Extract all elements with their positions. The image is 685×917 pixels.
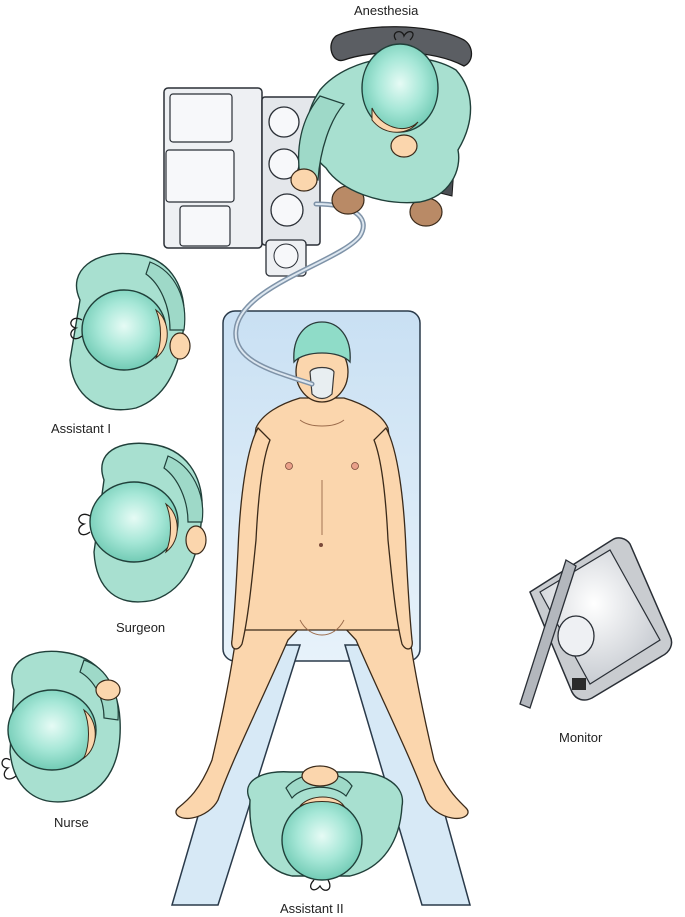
- assistant-1-figure: [69, 252, 191, 411]
- assistant-2-label: Assistant II: [280, 901, 344, 916]
- video-monitor: [519, 537, 673, 709]
- surgeon-cap: [89, 481, 179, 563]
- patient: [175, 321, 469, 820]
- nurse-face: [82, 708, 96, 760]
- machine-screen-middle: [165, 149, 235, 203]
- patient-body-lines: [299, 419, 345, 636]
- breathing-tube-highlight: [234, 203, 365, 385]
- assistant-1-face: [154, 308, 168, 360]
- assistant-1-cap: [81, 289, 167, 371]
- assistant-2-cap-tie: [310, 879, 331, 891]
- machine-gauge-3: [270, 193, 304, 227]
- nurse-figure: [1, 650, 121, 803]
- assistant-2-cap: [281, 799, 363, 881]
- assistant-2-hands: [301, 765, 339, 787]
- anesthesia-face: [371, 107, 419, 133]
- patient-right-arm: [373, 426, 413, 650]
- patient-left-arm: [231, 426, 271, 650]
- surgeon-hand: [185, 525, 207, 555]
- nurse-cap-tie: [1, 757, 17, 780]
- monitor-label: Monitor: [559, 730, 603, 745]
- machine-gauge-1: [268, 106, 300, 138]
- nurse-label: Nurse: [54, 815, 89, 830]
- anesthesia-cap-tie: [393, 31, 414, 41]
- machine-screen-top: [169, 93, 233, 143]
- surgeon-cap-tie: [78, 513, 91, 536]
- assistant-1-cap-tie: [70, 317, 83, 340]
- assistant-1-hand: [169, 332, 191, 360]
- patient-right-nipple: [351, 462, 359, 470]
- surgeon-face: [164, 502, 178, 554]
- surgeon-label: Surgeon: [116, 620, 166, 635]
- surgeon-arm: [163, 455, 204, 523]
- assistant-1-arm: [145, 261, 186, 331]
- surgeon-figure: [78, 442, 207, 603]
- anesthesia-label: Anesthesia: [354, 3, 419, 18]
- patient-cap: [293, 321, 351, 364]
- patient-right-leg: [326, 594, 469, 820]
- anesthesiologist-figure: [290, 26, 473, 227]
- assistant-2-figure: [247, 765, 404, 891]
- monitor-connector: [572, 678, 586, 690]
- patient-left-nipple: [285, 462, 293, 470]
- patient-torso: [239, 397, 406, 631]
- anesthesia-hand-2: [390, 134, 418, 158]
- assistant-1-label: Assistant I: [51, 421, 111, 436]
- monitor-lens: [557, 615, 595, 657]
- patient-navel: [319, 543, 323, 547]
- assistant-2-face: [299, 796, 346, 808]
- anesthesia-arm: [297, 95, 346, 181]
- machine-bottle-cap: [273, 243, 299, 269]
- nurse-cap: [7, 689, 97, 771]
- monitor-stand-arm: [519, 559, 577, 709]
- patient-left-leg: [175, 594, 318, 820]
- machine-screen-bottom: [179, 205, 231, 247]
- patient-mask: [309, 366, 335, 400]
- nurse-hand: [95, 679, 121, 701]
- anesthesia-hand: [290, 168, 318, 192]
